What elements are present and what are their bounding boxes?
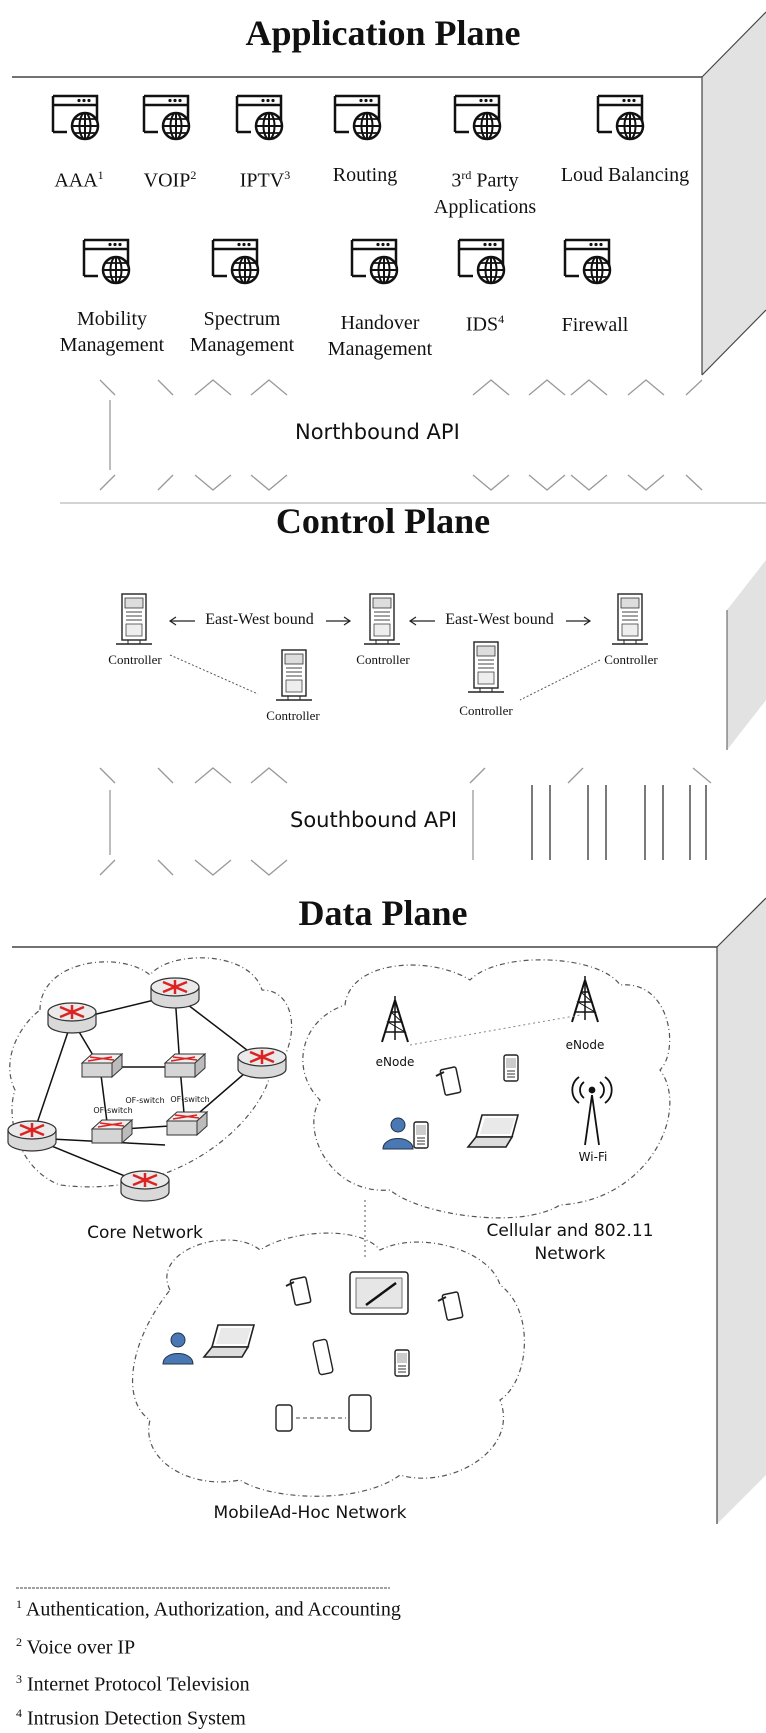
app-label-voip: VOIP2 bbox=[143, 168, 197, 192]
footnote-4: 4 Intrusion Detection System bbox=[16, 1706, 246, 1730]
footnote-1: 1 Authentication, Authorization, and Acc… bbox=[16, 1597, 401, 1621]
app-label-load-balancing: Loud Balancing bbox=[560, 164, 690, 186]
footnote-2: 2 Voice over IP bbox=[16, 1635, 136, 1659]
switch-label: OF-switch bbox=[125, 1096, 165, 1105]
control-plane-title: Control Plane bbox=[275, 501, 491, 541]
controller-label: Controller bbox=[356, 652, 410, 667]
core-network-label: Core Network bbox=[87, 1223, 203, 1243]
app-label-firewall: Firewall bbox=[561, 314, 629, 336]
controller-label: Controller bbox=[266, 708, 320, 723]
data-plane-title: Data Plane bbox=[298, 893, 468, 933]
switch-label: OF-switch bbox=[170, 1095, 210, 1104]
controller-label: Controller bbox=[604, 652, 658, 667]
controller-label: Controller bbox=[459, 703, 513, 718]
southbound-api-label: Southbound API bbox=[290, 808, 458, 832]
enode-label: eNode bbox=[375, 1055, 415, 1069]
app-label-aaa: AAA1 bbox=[54, 168, 104, 192]
northbound-api-label: Northbound API bbox=[295, 420, 460, 444]
controller-label: Controller bbox=[108, 652, 162, 667]
east-west-bound-label: East-West bound bbox=[445, 611, 554, 628]
app-label-routing: Routing bbox=[332, 164, 398, 186]
app-label-iptv: IPTV3 bbox=[239, 168, 291, 192]
switch-label: OF-switch bbox=[93, 1106, 133, 1115]
east-west-bound-label: East-West bound bbox=[205, 611, 314, 628]
footnote-3: 3 Internet Protocol Television bbox=[16, 1672, 250, 1696]
enode-label: eNode bbox=[565, 1038, 605, 1052]
wifi-label: Wi-Fi bbox=[578, 1150, 608, 1164]
app-label-ids: IDS4 bbox=[465, 312, 505, 336]
manet-label: MobileAd-Hoc Network bbox=[213, 1503, 407, 1523]
application-plane-title: Application Plane bbox=[245, 13, 521, 53]
